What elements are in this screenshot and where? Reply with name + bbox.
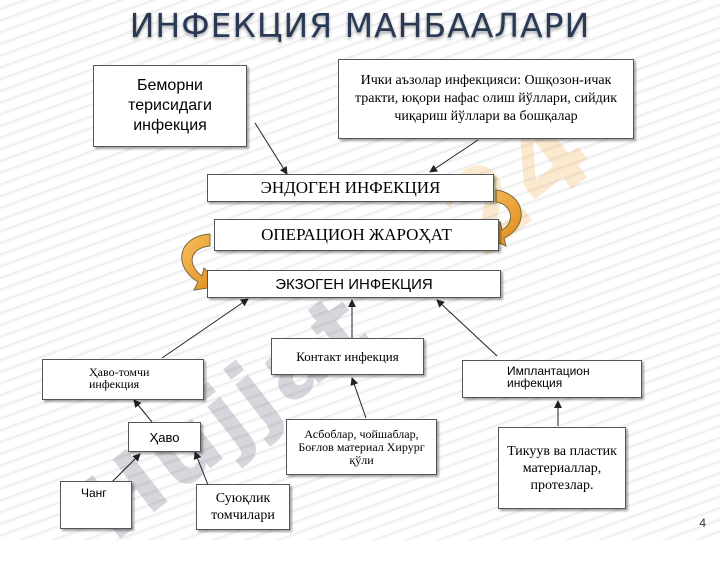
- box-dust: Чанг: [60, 481, 132, 529]
- box-droplets: Суюқлик томчилари: [196, 484, 290, 530]
- box-dust-label: Чанг: [81, 486, 107, 500]
- box-instruments-label: Асбоблар, чойшаблар, Боғлов материал Хир…: [298, 426, 425, 467]
- box-airdrop-infection-label: Ҳаво-томчи инфекция: [89, 365, 150, 391]
- arrow-air-to-airdrop: [133, 399, 153, 423]
- box-contact-infection-label: Контакт инфекция: [296, 348, 399, 364]
- arrow-internal-to-endogen: [429, 139, 479, 173]
- box-operation-wound-label: ОПЕРАЦИОН ЖАРОҲАТ: [261, 225, 452, 244]
- box-endogen: ЭНДОГЕН ИНФЕКЦИЯ: [207, 174, 494, 202]
- box-skin-infection: Беморни терисидаги инфекция: [93, 65, 247, 147]
- box-internal-organs-label: Ички аъзолар инфекцияси: Ошқозон-ичак тр…: [354, 73, 618, 124]
- arrow-instruments-to-contact: [350, 377, 367, 419]
- box-internal-organs: Ички аъзолар инфекцияси: Ошқозон-ичак тр…: [338, 59, 634, 139]
- box-sutures: Тикуув ва пластик материаллар, протезлар…: [498, 427, 626, 509]
- page-number: 4: [699, 516, 706, 530]
- box-operation-wound: ОПЕРАЦИОН ЖАРОҲАТ: [214, 219, 499, 251]
- arrow-droplets-to-air: [193, 451, 209, 486]
- box-droplets-label: Суюқлик томчилари: [211, 491, 275, 523]
- box-implant-infection: Имплантацион инфекция: [462, 360, 642, 398]
- arrow-dust-to-air: [111, 453, 141, 483]
- box-exogen-label: ЭКЗОГЕН ИНФЕКЦИЯ: [275, 275, 433, 293]
- box-sutures-label: Тикуув ва пластик материаллар, протезлар…: [507, 443, 617, 493]
- box-instruments: Асбоблар, чойшаблар, Боғлов материал Хир…: [286, 419, 437, 475]
- box-skin-infection-label: Беморни терисидаги инфекция: [128, 77, 212, 134]
- arrow-airdrop-to-exogen: [161, 298, 249, 359]
- box-airdrop-infection: Ҳаво-томчи инфекция: [42, 359, 204, 400]
- box-exogen: ЭКЗОГЕН ИНФЕКЦИЯ: [207, 270, 501, 298]
- box-endogen-label: ЭНДОГЕН ИНФЕКЦИЯ: [260, 178, 441, 197]
- page-title: ИНФЕКЦИЯ МАНБААЛАРИ: [129, 6, 591, 45]
- box-contact-infection: Контакт инфекция: [271, 338, 424, 375]
- arrow-implant-to-exogen: [436, 299, 498, 357]
- box-implant-infection-label: Имплантацион инфекция: [507, 364, 590, 390]
- box-air: Ҳаво: [128, 422, 201, 452]
- arrow-skin-to-endogen: [254, 122, 288, 175]
- box-air-label: Ҳаво: [149, 429, 180, 445]
